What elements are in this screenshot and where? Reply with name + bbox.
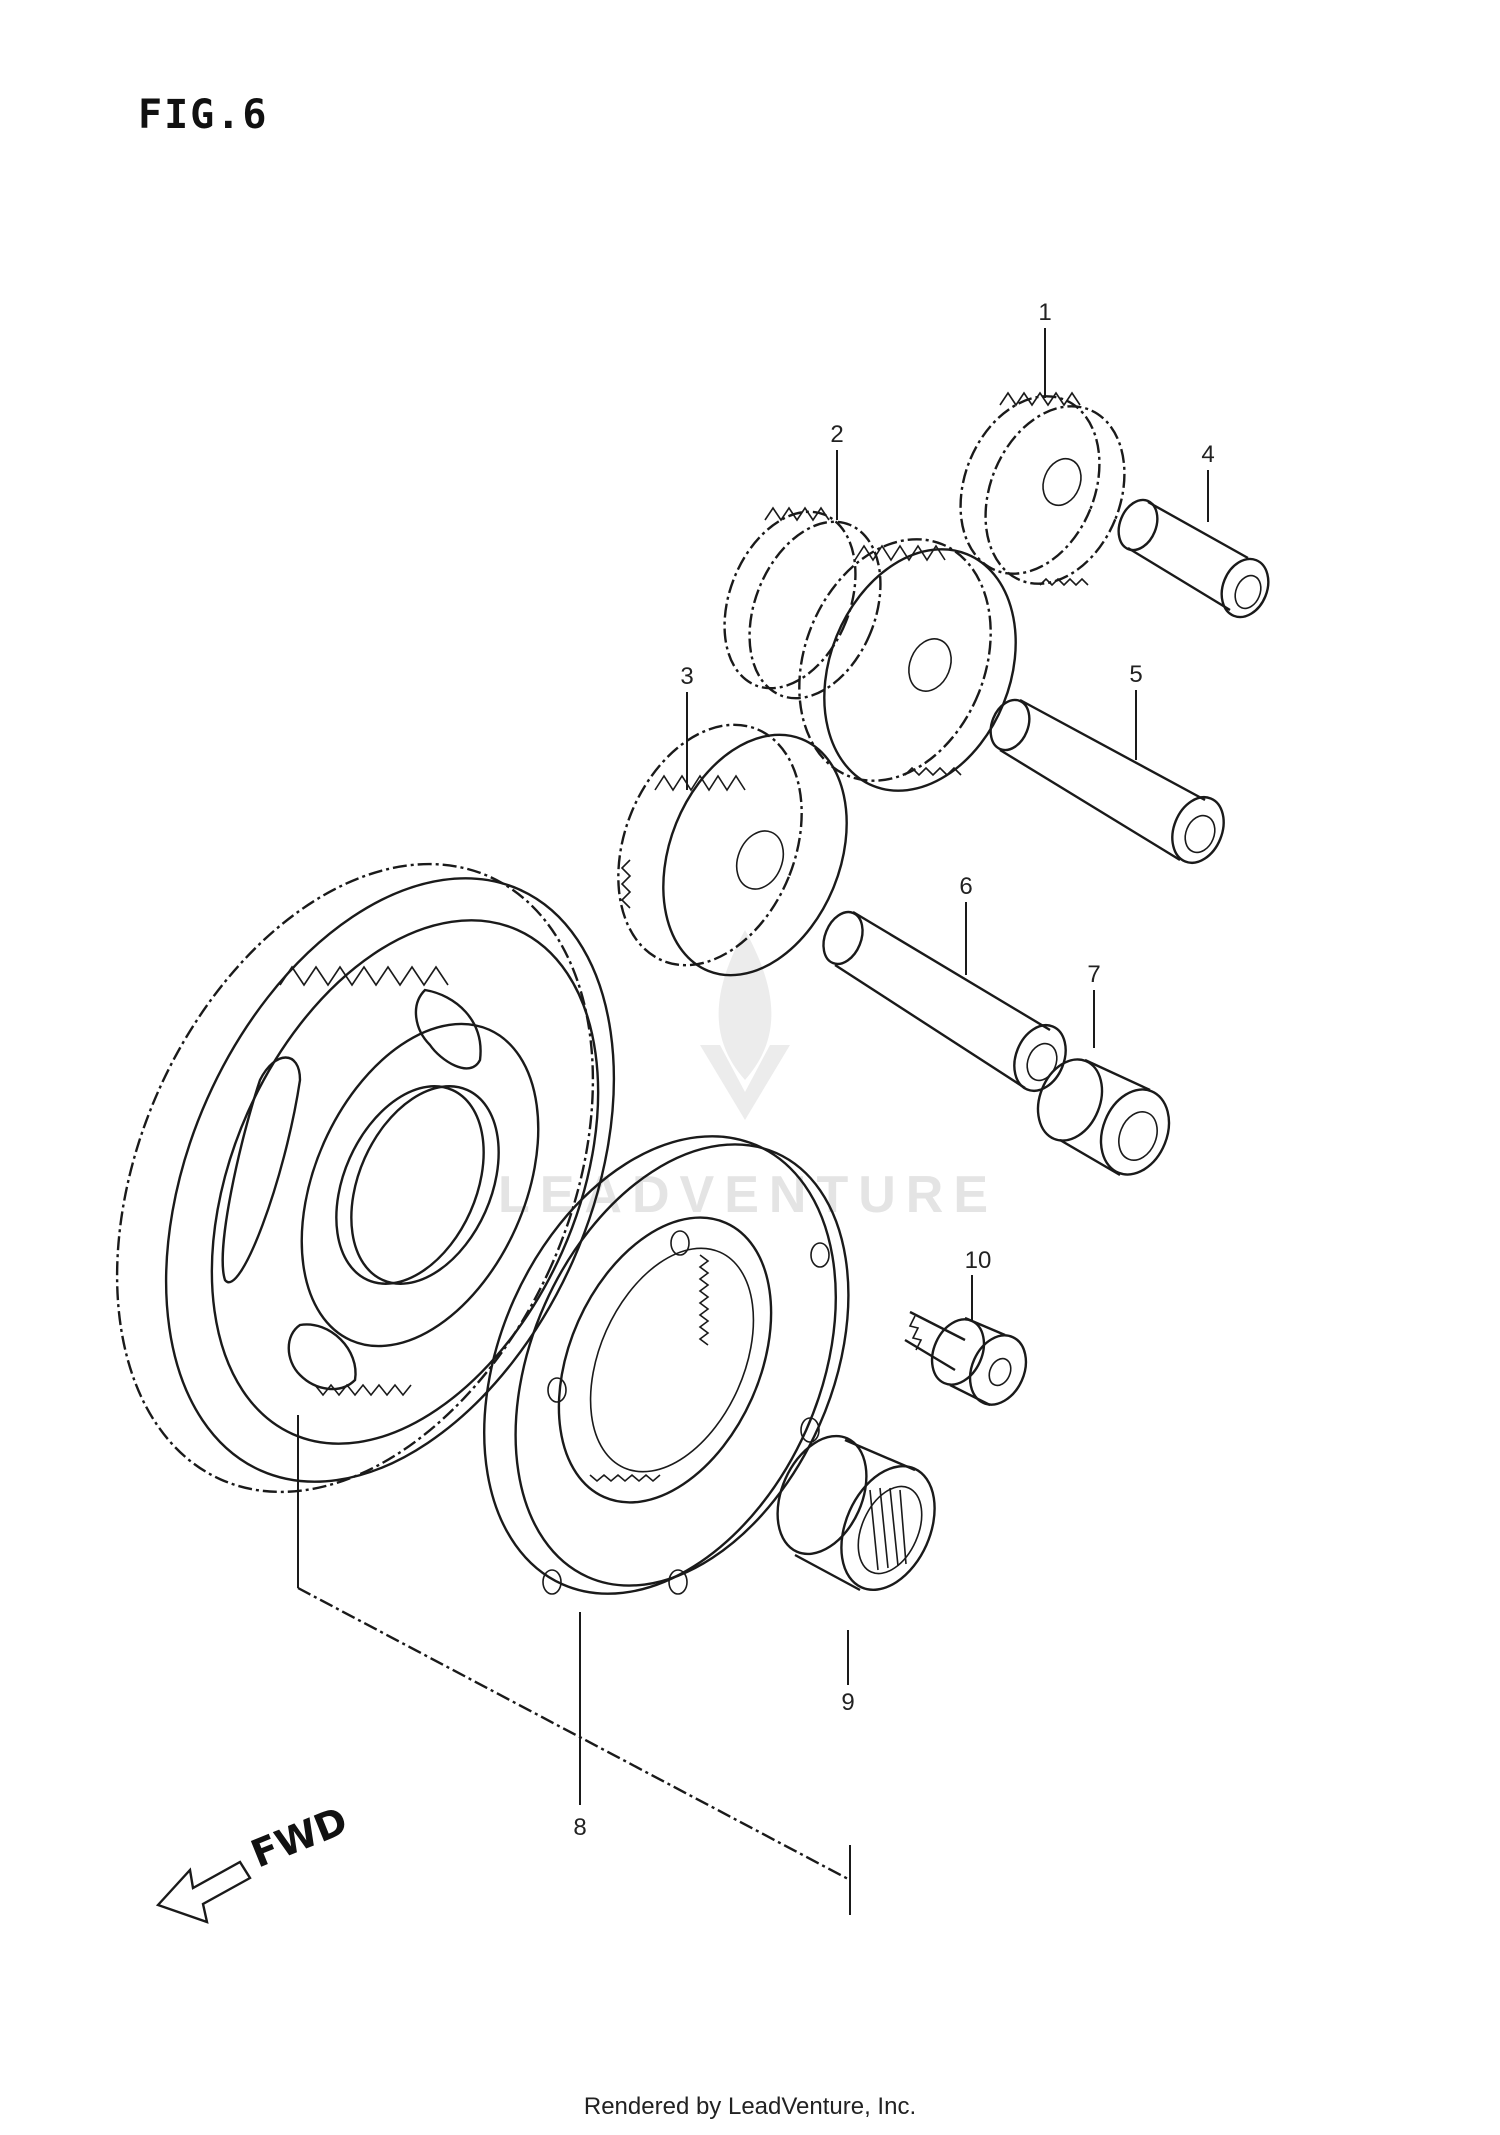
callout-9[interactable]: 9 [841, 1689, 854, 1716]
watermark-text: LEADVENTURE [498, 1166, 998, 1224]
arrow-left-icon [155, 1860, 252, 1924]
part-3-gear[interactable] [584, 697, 880, 1002]
assembly-bracket [297, 328, 1209, 1915]
callout-10[interactable]: 10 [965, 1247, 992, 1274]
leadventure-logo-icon [700, 930, 790, 1120]
part-4-pin[interactable] [1112, 494, 1277, 624]
callout-6[interactable]: 6 [959, 873, 972, 900]
part-9-bearing[interactable] [760, 1422, 953, 1604]
part-6-shaft[interactable] [816, 906, 1075, 1098]
callout-1[interactable]: 1 [1038, 299, 1051, 326]
fwd-label: FWD [245, 1798, 354, 1876]
callout-3[interactable]: 3 [680, 663, 693, 690]
callout-5[interactable]: 5 [1129, 661, 1142, 688]
footer-credit: Rendered by LeadVenture, Inc. [583, 2093, 917, 2120]
part-5-shaft[interactable] [984, 694, 1233, 870]
part-1-gear[interactable] [935, 375, 1149, 604]
part-8-clutch-housing[interactable] [416, 1081, 913, 1650]
callout-8[interactable]: 8 [573, 1814, 586, 1841]
callout-4[interactable]: 4 [1201, 441, 1214, 468]
callout-2[interactable]: 2 [830, 421, 843, 448]
callout-7[interactable]: 7 [1087, 961, 1100, 988]
part-8-large-gear[interactable] [24, 789, 702, 1567]
part-7-bushing[interactable] [1026, 1050, 1181, 1185]
part-2-double-gear[interactable] [700, 492, 1050, 819]
figure-title: FIG.6 [138, 92, 269, 138]
part-10-bolt[interactable] [904, 1310, 1036, 1413]
